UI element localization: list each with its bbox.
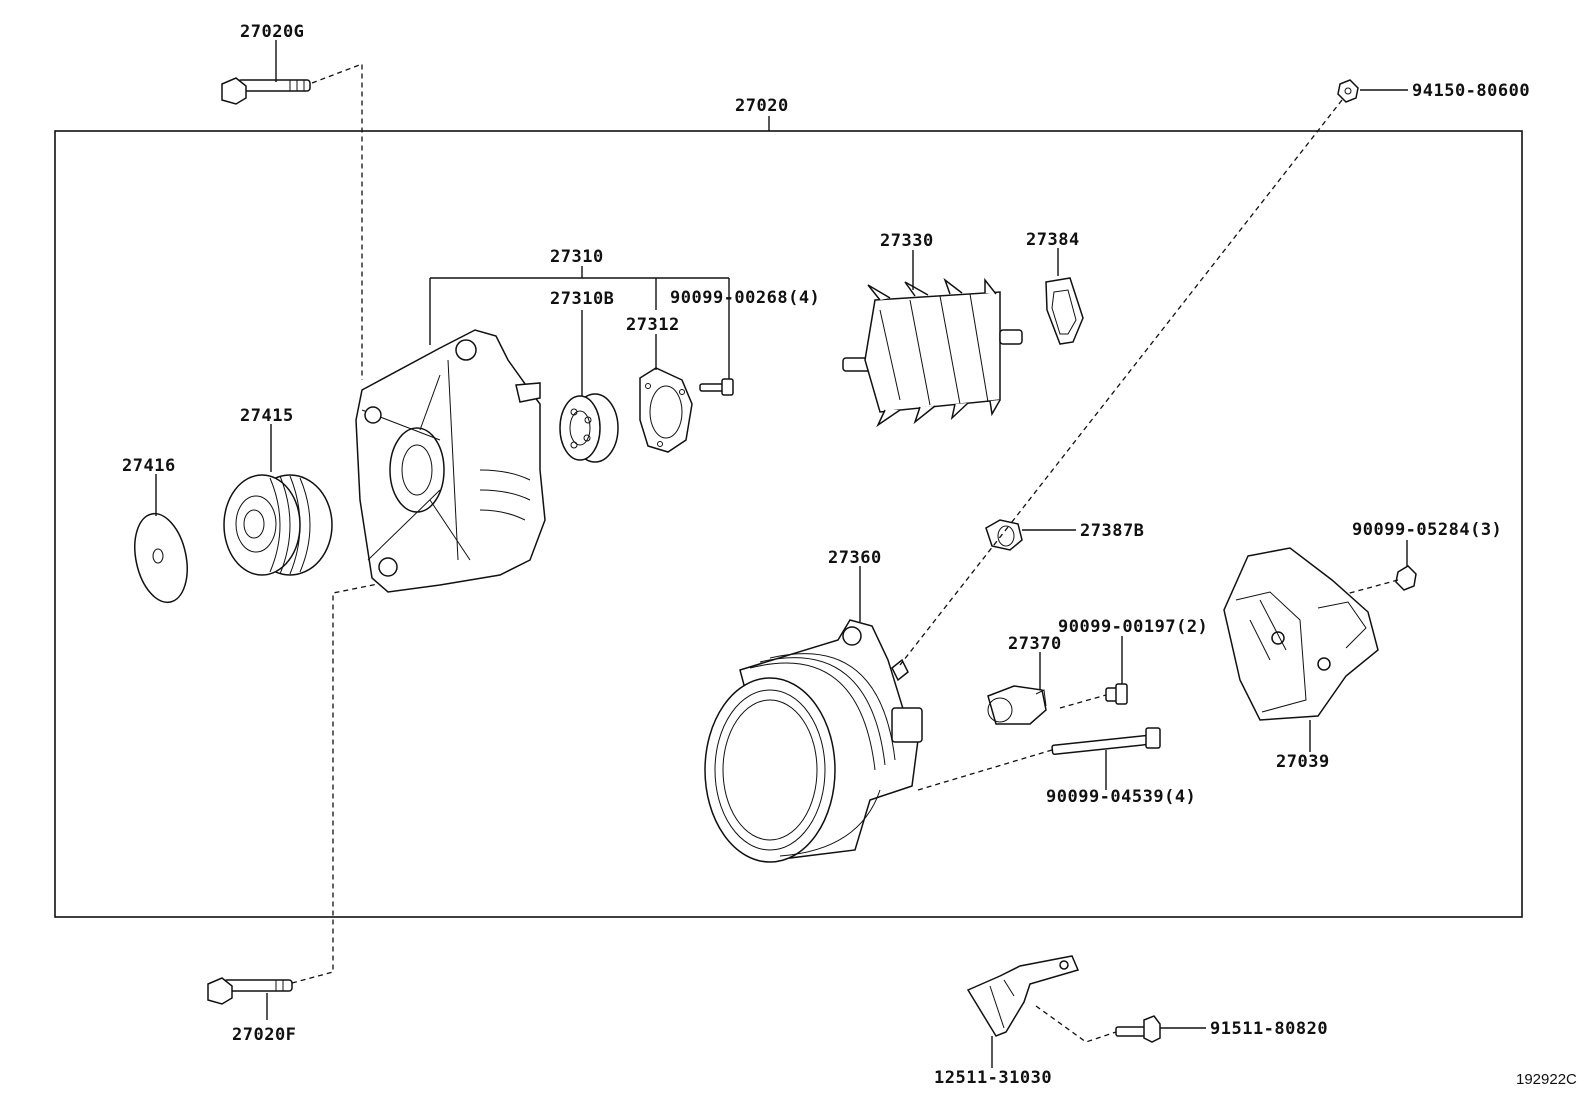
- rotor-27330[interactable]: [842, 277, 1023, 428]
- label-90099-05284[interactable]: 90099-05284(3): [1352, 520, 1502, 540]
- label-27387b[interactable]: 27387B: [1080, 521, 1144, 541]
- bolt-90099-04539[interactable]: [1051, 727, 1161, 755]
- label-12511-31030[interactable]: 12511-31030: [934, 1068, 1052, 1088]
- label-90099-00268[interactable]: 90099-00268(4): [670, 288, 820, 308]
- label-90099-00197[interactable]: 90099-00197(2): [1058, 617, 1208, 637]
- label-27415[interactable]: 27415: [240, 406, 294, 426]
- label-27312[interactable]: 27312: [626, 315, 680, 335]
- diagram-reference: 192922C: [1516, 1071, 1577, 1088]
- brush-holder-27370[interactable]: [987, 685, 1047, 725]
- label-27370[interactable]: 27370: [1008, 634, 1062, 654]
- rear-cover-27039[interactable]: [1223, 547, 1379, 721]
- bolt-27020f[interactable]: [207, 977, 293, 1005]
- label-27020[interactable]: 27020: [735, 96, 789, 116]
- label-27310[interactable]: 27310: [550, 247, 604, 267]
- screw-90099-00197[interactable]: [1105, 683, 1128, 705]
- bracket-12511-31030[interactable]: [966, 955, 1080, 1037]
- label-27360[interactable]: 27360: [828, 548, 882, 568]
- label-27330[interactable]: 27330: [880, 231, 934, 251]
- pulley-27415[interactable]: [223, 474, 333, 576]
- bearing-27310b[interactable]: [559, 393, 619, 463]
- insulator-27387b[interactable]: [985, 519, 1023, 551]
- label-91511-80820[interactable]: 91511-80820: [1210, 1019, 1328, 1039]
- retainer-27312[interactable]: [639, 367, 693, 453]
- label-27039[interactable]: 27039: [1276, 752, 1330, 772]
- screw-90099-00268[interactable]: [699, 378, 734, 396]
- nut-94150-80600[interactable]: [1337, 79, 1359, 103]
- ring-27384[interactable]: [1045, 277, 1084, 345]
- nut-90099-05284[interactable]: [1395, 565, 1417, 591]
- bolt-91511-80820[interactable]: [1115, 1015, 1161, 1043]
- bolt-27020g[interactable]: [221, 77, 311, 105]
- label-27310b[interactable]: 27310B: [550, 289, 614, 309]
- drive-end-frame[interactable]: [355, 329, 546, 593]
- assembly-frame: [54, 130, 1523, 918]
- label-94150-80600[interactable]: 94150-80600: [1412, 81, 1530, 101]
- label-27020f[interactable]: 27020F: [232, 1025, 296, 1045]
- label-27020g[interactable]: 27020G: [240, 22, 304, 42]
- cover-27416[interactable]: [127, 509, 195, 607]
- label-27384[interactable]: 27384: [1026, 230, 1080, 250]
- rectifier-frame-27360[interactable]: [704, 619, 923, 863]
- label-27416[interactable]: 27416: [122, 456, 176, 476]
- label-90099-04539[interactable]: 90099-04539(4): [1046, 787, 1196, 807]
